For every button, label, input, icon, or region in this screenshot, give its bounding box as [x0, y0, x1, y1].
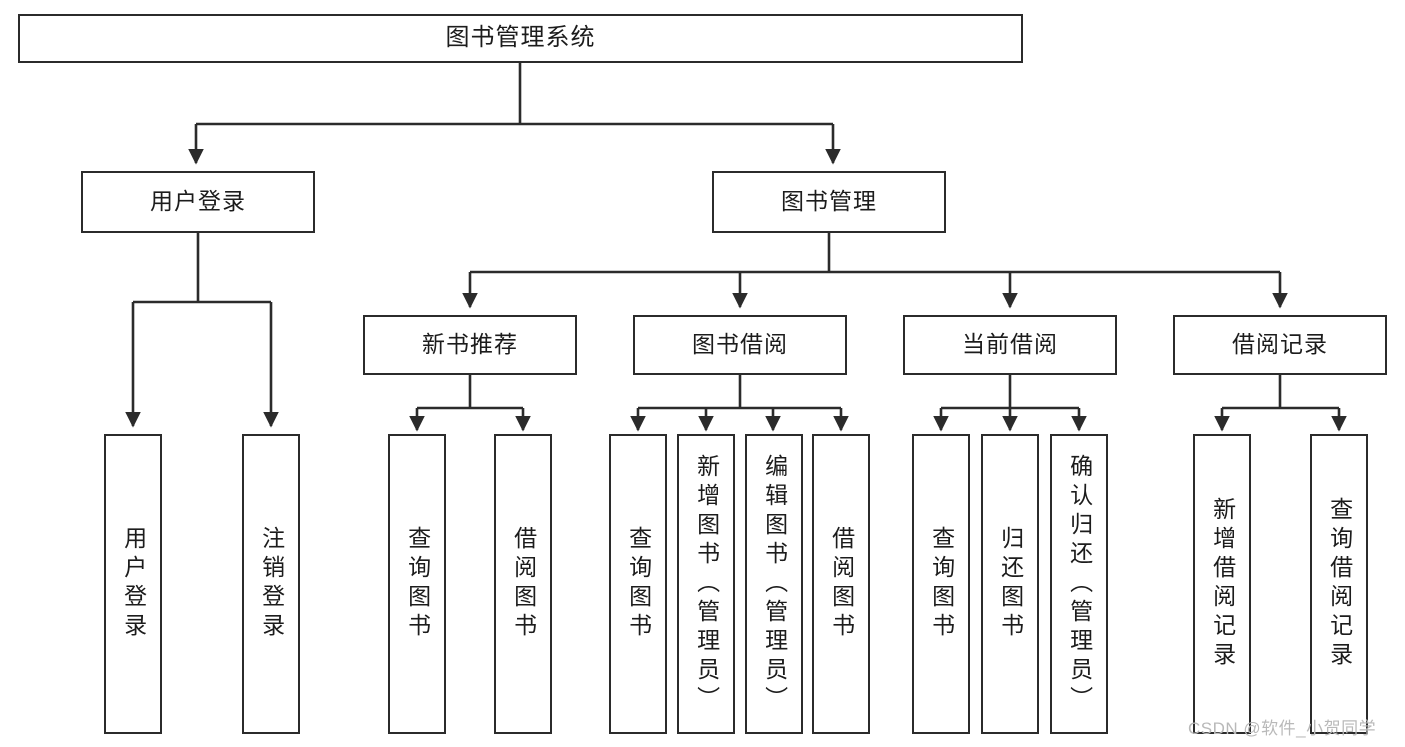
leaf-query-book-current[interactable]: 查询图书 [912, 434, 970, 734]
node-book-management[interactable]: 图书管理 [712, 171, 946, 233]
leaf-add-book-admin[interactable]: 新增图书（管理员） [677, 434, 735, 734]
node-label: 新增借阅记录 [1209, 497, 1236, 671]
node-label: 查询借阅记录 [1326, 497, 1353, 671]
node-current-borrow[interactable]: 当前借阅 [903, 315, 1117, 375]
node-label: 新增图书（管理员） [693, 453, 720, 715]
node-label: 图书管理系统 [445, 24, 596, 52]
node-label: 归还图书 [997, 526, 1024, 642]
node-label: 当前借阅 [962, 331, 1058, 358]
watermark: CSDN @软件_小贺同学 [1188, 719, 1377, 738]
leaf-add-borrow-record[interactable]: 新增借阅记录 [1193, 434, 1251, 734]
leaf-logout[interactable]: 注销登录 [242, 434, 300, 734]
node-label: 用户登录 [150, 188, 246, 215]
node-label: 查询图书 [404, 526, 431, 642]
node-label: 查询图书 [625, 526, 652, 642]
node-label: 借阅图书 [828, 526, 855, 642]
leaf-query-book-borrow[interactable]: 查询图书 [609, 434, 667, 734]
node-borrow-records[interactable]: 借阅记录 [1173, 315, 1387, 375]
node-user-login[interactable]: 用户登录 [81, 171, 315, 233]
leaf-query-book-recommend[interactable]: 查询图书 [388, 434, 446, 734]
node-label: 图书借阅 [692, 331, 788, 358]
node-label: 借阅记录 [1232, 331, 1328, 358]
node-label: 查询图书 [928, 526, 955, 642]
node-new-book-recommend[interactable]: 新书推荐 [363, 315, 577, 375]
leaf-borrow-book[interactable]: 借阅图书 [812, 434, 870, 734]
node-label: 编辑图书（管理员） [761, 453, 788, 715]
leaf-query-borrow-record[interactable]: 查询借阅记录 [1310, 434, 1368, 734]
node-label: 新书推荐 [422, 331, 518, 358]
node-book-borrow[interactable]: 图书借阅 [633, 315, 847, 375]
leaf-edit-book-admin[interactable]: 编辑图书（管理员） [745, 434, 803, 734]
node-label: 借阅图书 [510, 526, 537, 642]
leaf-confirm-return-admin[interactable]: 确认归还（管理员） [1050, 434, 1108, 734]
leaf-borrow-book-recommend[interactable]: 借阅图书 [494, 434, 552, 734]
node-label: 用户登录 [120, 526, 147, 642]
leaf-return-book[interactable]: 归还图书 [981, 434, 1039, 734]
node-label: 图书管理 [781, 188, 877, 215]
node-root-system[interactable]: 图书管理系统 [18, 14, 1023, 63]
leaf-user-login[interactable]: 用户登录 [104, 434, 162, 734]
node-label: 确认归还（管理员） [1066, 453, 1093, 715]
node-label: 注销登录 [258, 526, 285, 642]
